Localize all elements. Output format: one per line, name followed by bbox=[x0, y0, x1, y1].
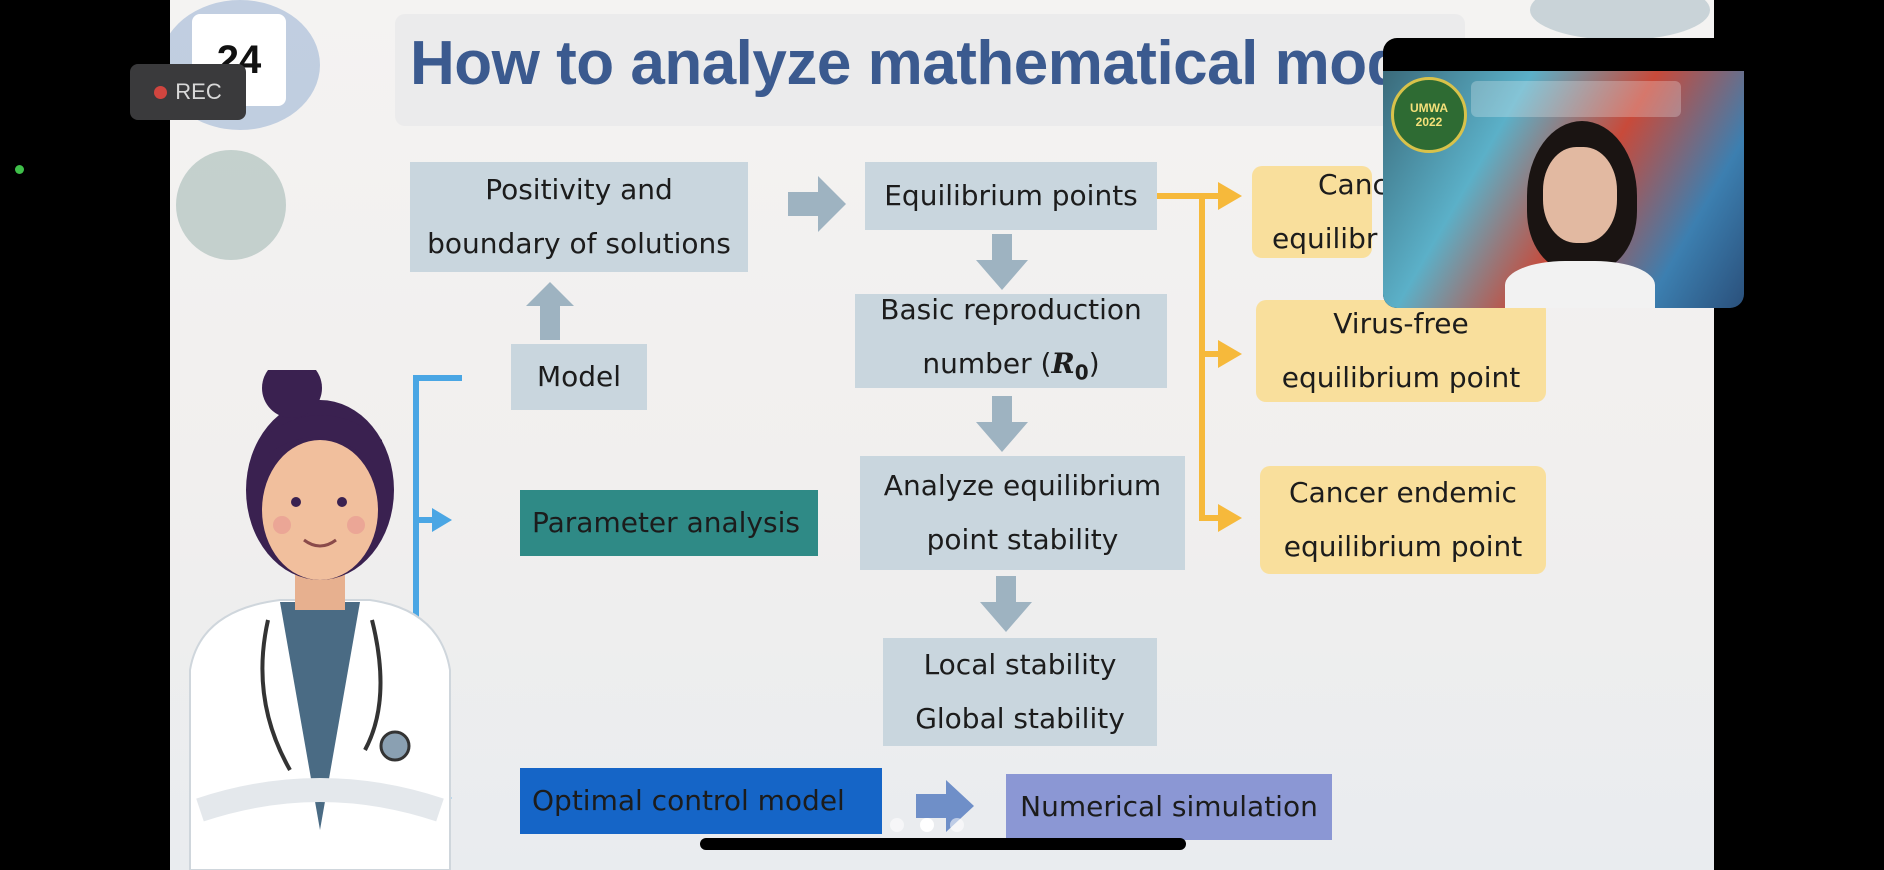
page-indicator bbox=[890, 818, 964, 832]
model-box: Model bbox=[511, 344, 647, 410]
parameter-analysis-label: Parameter analysis bbox=[532, 506, 800, 539]
logo-line1: UMWA bbox=[1410, 101, 1448, 115]
analyze-stability-line2: point stability bbox=[926, 523, 1119, 556]
basic-reproduction-line2: number (R0) bbox=[922, 337, 1099, 400]
equilibrium-points-label: Equilibrium points bbox=[884, 179, 1138, 212]
analyze-stability-line1: Analyze equilibrium bbox=[883, 469, 1162, 502]
r0-symbol: R bbox=[1051, 346, 1075, 380]
model-label: Model bbox=[536, 360, 622, 393]
numerical-simulation-label: Numerical simulation bbox=[1020, 790, 1318, 823]
yellow-arrowhead bbox=[1218, 504, 1242, 532]
record-dot-icon bbox=[154, 85, 168, 99]
slide-title: How to analyze mathematical mode bbox=[410, 29, 1438, 98]
virus-free-box: Virus-free equilibrium point bbox=[1256, 300, 1546, 402]
optimal-control-box: Optimal control model bbox=[520, 768, 882, 834]
arrow-down-icon bbox=[980, 576, 1032, 632]
blue-arrowhead bbox=[432, 508, 452, 532]
title-band bbox=[395, 14, 1465, 126]
decorative-leaf bbox=[176, 150, 286, 260]
page-dot bbox=[950, 818, 964, 832]
yellow-arrowhead bbox=[1218, 340, 1242, 368]
status-indicator-dot bbox=[15, 165, 24, 174]
basic-reproduction-suffix: ) bbox=[1088, 346, 1100, 380]
virus-free-line1: Virus-free bbox=[1333, 307, 1469, 340]
arrow-down-icon bbox=[976, 234, 1028, 290]
home-indicator[interactable] bbox=[700, 838, 1186, 850]
cancer-endemic-line1: Cancer endemic bbox=[1289, 476, 1517, 509]
recording-indicator[interactable]: REC bbox=[130, 64, 246, 120]
r0-subscript: 0 bbox=[1074, 360, 1089, 385]
page-dot-active bbox=[920, 818, 934, 832]
cancer-endemic-line2: equilibrium point bbox=[1283, 530, 1523, 563]
positivity-line1: Positivity and bbox=[485, 173, 673, 206]
positivity-box: Positivity and boundary of solutions bbox=[410, 162, 748, 272]
participant-video-tile[interactable]: UMWA 2022 bbox=[1383, 38, 1744, 308]
cancer-endemic-box: Cancer endemic equilibrium point bbox=[1260, 466, 1546, 574]
analyze-stability-box: Analyze equilibrium point stability bbox=[860, 456, 1185, 570]
video-feed: UMWA 2022 bbox=[1383, 71, 1744, 308]
cancer-free-box: Canc equilibr bbox=[1252, 166, 1388, 258]
arrow-down-icon bbox=[976, 396, 1028, 452]
stability-types-box: Local stability Global stability bbox=[883, 638, 1157, 746]
recording-label: REC bbox=[175, 79, 222, 104]
positivity-line2: boundary of solutions bbox=[427, 227, 731, 260]
logo-strip bbox=[1471, 81, 1681, 117]
parameter-analysis-box: Parameter analysis bbox=[520, 490, 818, 556]
basic-reproduction-prefix: number ( bbox=[922, 346, 1052, 380]
participant-silhouette bbox=[1505, 121, 1655, 308]
logo-line2: 2022 bbox=[1415, 115, 1443, 129]
local-stability-label: Local stability bbox=[923, 648, 1117, 681]
cancer-free-line2: equilibr bbox=[1272, 222, 1378, 255]
arrow-right-icon bbox=[788, 176, 846, 232]
yellow-arrowhead bbox=[1218, 182, 1242, 210]
page-dot bbox=[890, 818, 904, 832]
cancer-free-line1: Canc bbox=[1318, 168, 1388, 201]
basic-reproduction-box: Basic reproduction number (R0) bbox=[855, 293, 1167, 388]
virus-free-line2: equilibrium point bbox=[1281, 361, 1521, 394]
equilibrium-points-box: Equilibrium points bbox=[865, 162, 1157, 230]
numerical-simulation-box: Numerical simulation bbox=[1006, 774, 1332, 840]
basic-reproduction-line1: Basic reproduction bbox=[880, 292, 1142, 326]
doctor-illustration bbox=[189, 370, 451, 870]
global-stability-label: Global stability bbox=[915, 702, 1125, 735]
conference-logo: UMWA 2022 bbox=[1391, 77, 1467, 153]
optimal-control-label: Optimal control model bbox=[532, 784, 845, 817]
arrow-up-icon bbox=[526, 282, 574, 340]
